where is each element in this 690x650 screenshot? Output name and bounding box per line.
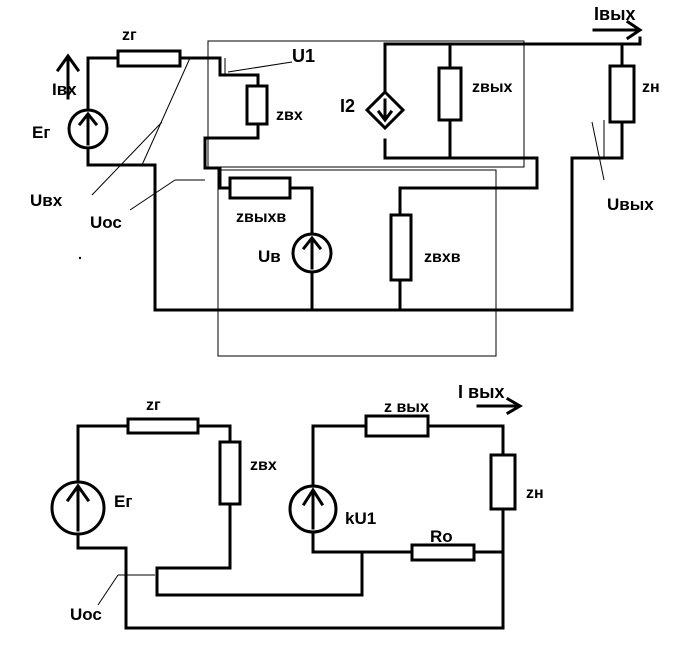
label-i-out: Iвых [594, 4, 635, 24]
label-z-gen: zг [122, 27, 137, 44]
b-label-k-u1: kU1 [345, 509, 376, 528]
label-u1: U1 [292, 46, 315, 66]
b-resistor-ro [410, 543, 476, 562]
amp-top-wire [383, 36, 642, 117]
resistor-zout [437, 66, 463, 122]
label-z-load: zн [642, 79, 660, 96]
label-z-in-fb: zвхв [424, 249, 461, 266]
resistor-zin [245, 84, 269, 126]
amp-to-zinfb-wire [398, 156, 539, 217]
b-zg-to-zin-wire [196, 424, 232, 444]
resistor-zload [608, 64, 636, 124]
b-label-e-gen: Ег [114, 492, 132, 511]
b-zout-to-load-wire [426, 424, 505, 457]
amp-bottom-wire [383, 118, 452, 160]
label-u-in: Uвх [30, 191, 63, 210]
b-generator-arrow-head [65, 483, 91, 503]
stray-dot [78, 256, 82, 260]
b-gen-return-wire [76, 530, 505, 630]
label-i2: I2 [340, 96, 355, 116]
b-zin-to-ro-wire [155, 502, 364, 597]
uin-indicator-line-1 [141, 57, 191, 166]
b-label-z-in: zвх [250, 457, 277, 474]
ufb-indicator-line-2 [129, 179, 176, 211]
load-return-wire [398, 120, 624, 312]
b-gen-top-wire [76, 424, 130, 485]
b-resistor-zin [218, 440, 242, 506]
b-label-r-o: Ro [430, 527, 453, 546]
b-ku1-top-wire [311, 424, 368, 492]
b-resistor-zout [364, 414, 430, 438]
b-ku1-arrow-head [301, 487, 325, 507]
uout-indicator-line-1 [591, 121, 605, 181]
b-output-current-arrow-head [505, 396, 523, 416]
uin-indicator-line-2 [91, 121, 163, 196]
b-resistor-zg [126, 417, 200, 435]
bottom-circuit: zг z вых I вых zвх Ег kU1 zн Ro Uос [50, 382, 544, 630]
resistor-zout-fb [228, 176, 292, 200]
b-ufb-indicator-line-2 [97, 574, 119, 606]
label-z-out-fb: zвыхв [236, 209, 286, 226]
label-u-fb-src: Uв [258, 247, 281, 266]
label-u-out: Uвых [607, 195, 654, 214]
zin-bottom-to-zoutfb-wire [203, 122, 260, 190]
b-label-i-out: I вых [458, 382, 504, 402]
output-current-arrow-head [625, 19, 643, 41]
b-label-z-gen: zг [146, 397, 161, 414]
generator-arrow-head [77, 111, 99, 127]
feedback-block-box [217, 169, 497, 357]
b-label-z-load: zн [526, 485, 544, 502]
gen-top-wire [86, 56, 120, 112]
input-current-arrow-head [55, 53, 81, 73]
resistor-zg [116, 49, 182, 68]
u1-indicator-line-2 [227, 61, 293, 73]
feedback-arrow-head [301, 235, 323, 251]
zoutfb-to-ub-wire [288, 186, 314, 236]
zg-to-zin-wire [178, 56, 260, 77]
label-e-gen: Ег [32, 123, 50, 142]
gen-bottom-return-wire [86, 146, 402, 312]
top-circuit: Iвх Ег zг U1 zвх I2 zвых Iвых zн Uвх Uос… [30, 4, 660, 357]
label-i-in: Iвх [52, 80, 77, 99]
amplifier-block-box [207, 40, 525, 168]
b-label-z-out: z вых [384, 399, 429, 416]
dep-source-arrow-head [376, 109, 394, 123]
b-resistor-zload [489, 453, 517, 511]
label-z-out: zвых [472, 79, 513, 96]
label-u-fb: Uос [90, 213, 122, 232]
resistor-zin-fb [389, 213, 413, 282]
b-label-u-fb: Uос [70, 605, 102, 624]
label-z-in: zвх [276, 107, 303, 124]
